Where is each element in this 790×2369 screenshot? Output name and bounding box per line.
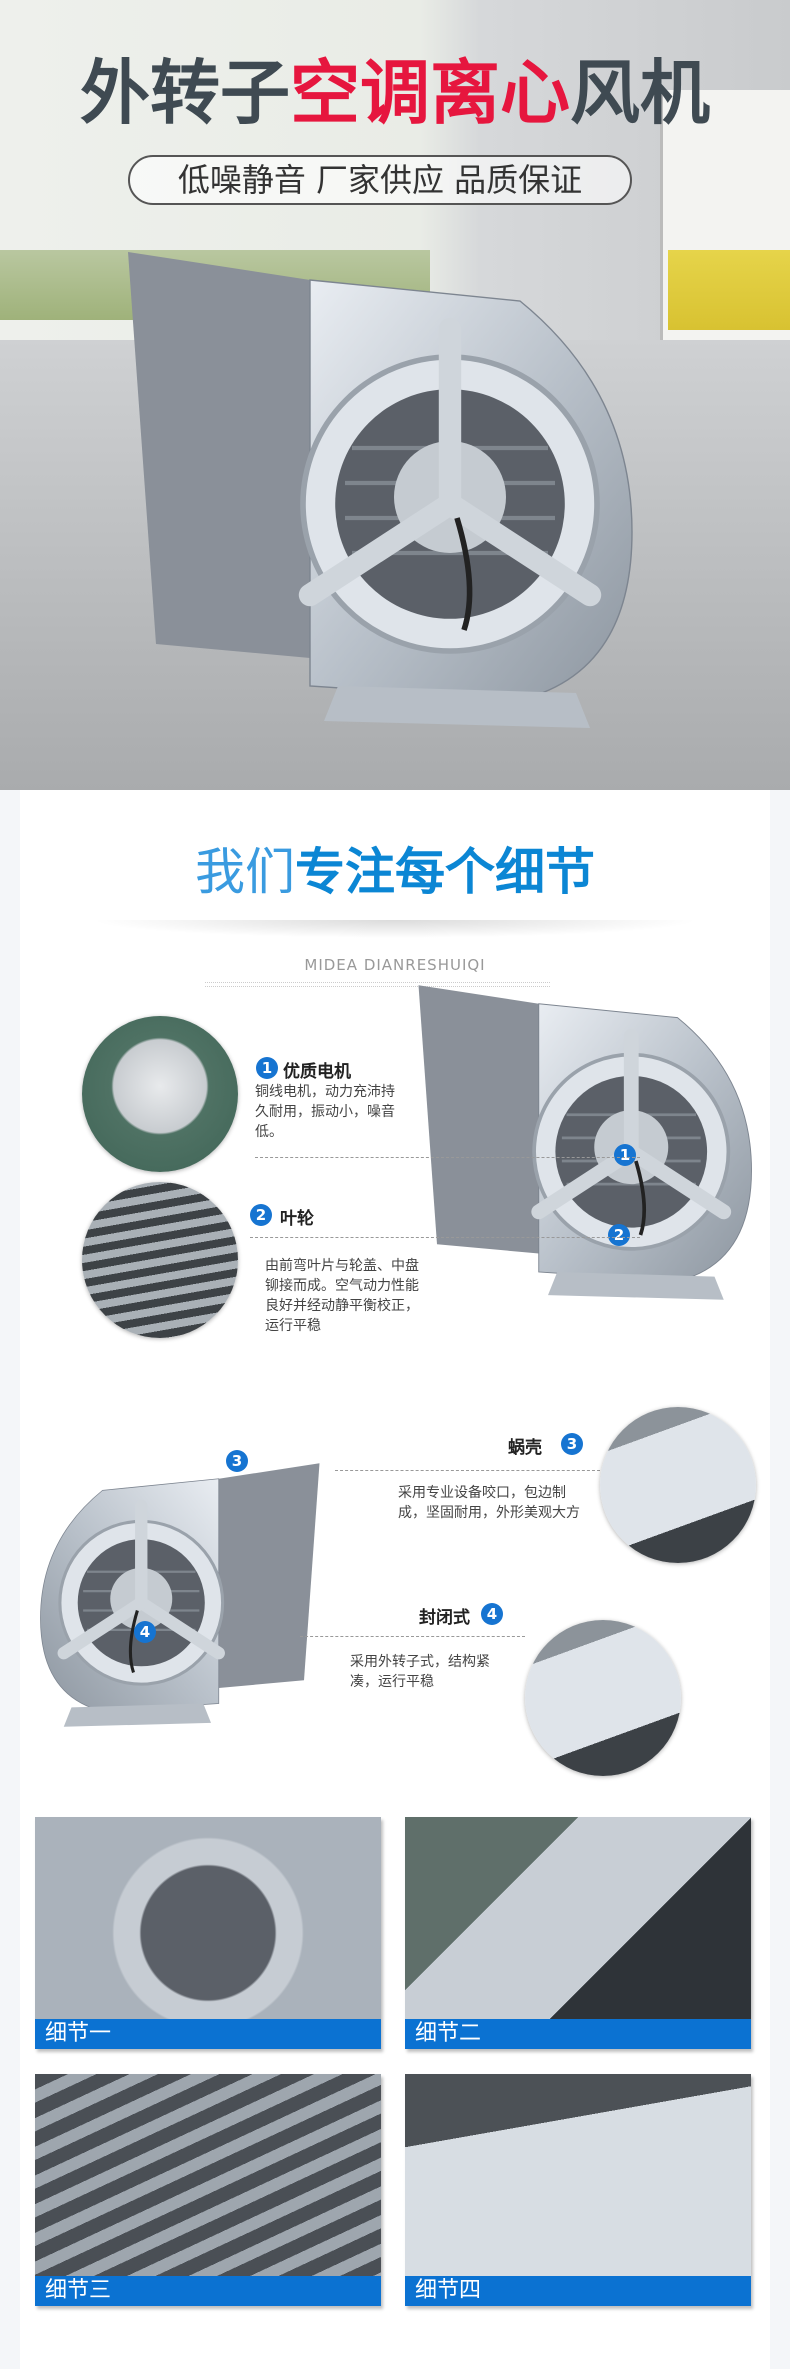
feature-3-badge: 3: [561, 1433, 583, 1455]
feature-3-text: 采用专业设备咬口，包边制成，坚固耐用，外形美观大方: [398, 1485, 580, 1521]
feature-3-label: 蜗壳: [508, 1438, 542, 1458]
detail-caption-3: 细节三: [35, 2276, 381, 2306]
detail-tile-2: 细节二: [405, 1817, 751, 2049]
detail-caption-4: 细节四: [405, 2276, 751, 2306]
fan-image-front: [400, 955, 770, 1330]
feature-1-divider: [255, 1157, 640, 1158]
feature-2-label: 叶轮: [280, 1209, 314, 1229]
detail-tile-1: 细节一: [35, 1817, 381, 2049]
hero-title: 外转子空调离心风机: [0, 55, 790, 131]
title-shadow-divider: [90, 920, 700, 938]
section-title-bold: 专注每个细节: [295, 843, 595, 901]
fine-print-divider: [205, 982, 550, 987]
detail-caption-1: 细节一: [35, 2019, 381, 2049]
title-part-2: 空调离心: [290, 52, 570, 134]
section-title-thin: 我们: [195, 843, 295, 901]
fan-marker-2: 2: [608, 1224, 630, 1246]
feature-3-divider: [335, 1470, 600, 1471]
hero-fan-image: [100, 220, 660, 760]
feature-4-divider: [300, 1636, 525, 1637]
detail-tile-3: 细节三: [35, 2074, 381, 2306]
section-title: 我们专注每个细节: [0, 832, 790, 904]
feature-4-text: 采用外转子式，结构紧凑，运行平稳: [350, 1654, 490, 1690]
feature-1-label: 优质电机: [283, 1062, 351, 1082]
housing-closeup-image: [600, 1407, 756, 1563]
feature-1-badge: 1: [256, 1057, 278, 1079]
feature-4-badge: 4: [481, 1603, 503, 1625]
enclosure-closeup-image: [525, 1620, 681, 1776]
feature-2-text: 由前弯叶片与轮盖、中盘铆接而成。空气动力性能良好并经动静平衡校正，运行平稳: [265, 1258, 419, 1334]
feature-1-text: 铜线电机，动力充沛持久耐用，振动小，噪音低。: [255, 1084, 395, 1140]
fan-marker-3: 3: [226, 1450, 248, 1472]
motor-closeup-image: [82, 1016, 238, 1172]
feature-4-label: 封闭式: [419, 1608, 470, 1628]
impeller-closeup-image: [82, 1182, 238, 1338]
hero-slogan: 低噪静音 厂家供应 品质保证: [128, 155, 632, 205]
fan-image-side: [25, 1430, 335, 1760]
feature-2-divider: [250, 1237, 640, 1238]
title-part-3: 风机: [570, 52, 710, 134]
section-subtitle: MIDEA DIANRESHUIQI: [304, 956, 486, 974]
title-part-1: 外转子: [80, 52, 290, 134]
fan-marker-1: 1: [614, 1144, 636, 1166]
hero-banner: 外转子空调离心风机 低噪静音 厂家供应 品质保证: [0, 0, 790, 790]
detail-tile-4: 细节四: [405, 2074, 751, 2306]
detail-caption-2: 细节二: [405, 2019, 751, 2049]
fan-marker-4: 4: [134, 1621, 156, 1643]
background-painting: [668, 250, 790, 330]
feature-2-badge: 2: [250, 1204, 272, 1226]
